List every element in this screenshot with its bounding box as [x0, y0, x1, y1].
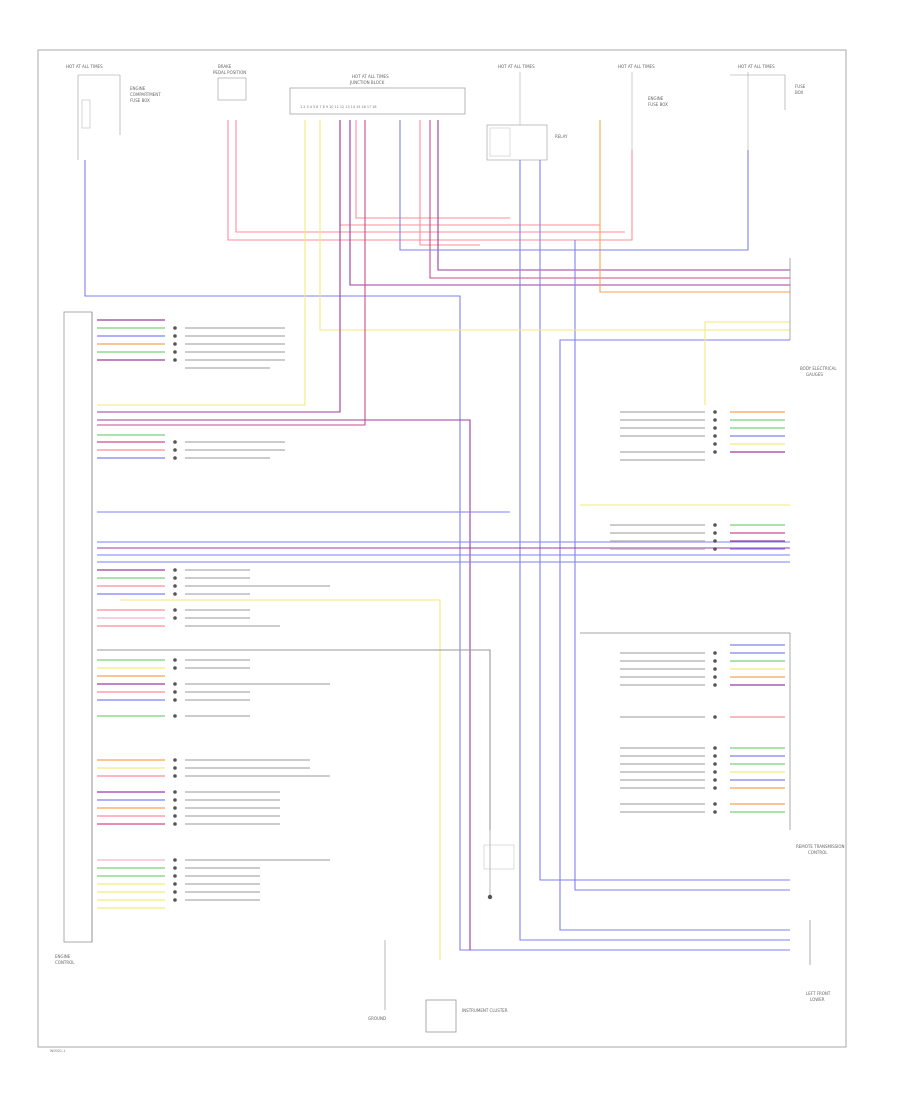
right-module-dots [713, 410, 717, 814]
right-module-mid-label-2: CONTROL [808, 850, 828, 855]
top-right-component-1: HOT AT ALL TIMES ENGINE FUSE BOX [618, 64, 668, 150]
top-relay-component: RELAY HOT AT ALL TIMES [486, 64, 568, 161]
svg-text:HOT AT ALL TIMES: HOT AT ALL TIMES [66, 64, 103, 69]
svg-text:FUSE: FUSE [795, 84, 806, 89]
svg-text:BRAKE: BRAKE [218, 64, 232, 69]
right-module-bot-label-2: LOWER [810, 997, 825, 1002]
svg-text:ENGINE: ENGINE [648, 96, 664, 101]
svg-text:HOT AT ALL TIMES: HOT AT ALL TIMES [352, 74, 389, 79]
svg-text:FUSE BOX: FUSE BOX [648, 102, 668, 107]
svg-text:PEDAL POSITION: PEDAL POSITION [213, 70, 246, 75]
svg-text:HOT AT ALL TIMES: HOT AT ALL TIMES [618, 64, 655, 69]
right-module-bot-label-1: LEFT FRONT [806, 991, 831, 996]
fuse-block-label: JUNCTION BLOCK [349, 80, 385, 85]
bottom-ground: GROUND [368, 940, 386, 1021]
left-module-descriptions [185, 327, 330, 901]
top-fuse-block: HOT AT ALL TIMES JUNCTION BLOCK 1 2 3 4 … [289, 74, 466, 115]
svg-text:ENGINE: ENGINE [130, 86, 146, 91]
svg-text:HOT AT ALL TIMES: HOT AT ALL TIMES [738, 64, 775, 69]
right-module-top-label-2: GAUGES [806, 372, 823, 377]
diagram-frame [37, 49, 847, 1048]
bottom-ground-label: GROUND [368, 1016, 386, 1021]
right-module-mid: REMOTE TRANSMISSION CONTROL [580, 632, 845, 855]
top-right-component-2: HOT AT ALL TIMES FUSE BOX [730, 64, 806, 150]
right-module-top-label-1: BODY ELECTRICAL [800, 366, 837, 371]
left-module-label-2: CONTROL [55, 960, 75, 965]
right-module-sensor-block [730, 411, 785, 550]
bottom-center-component: INSTRUMENT CLUSTER [425, 999, 508, 1033]
right-module-top: BODY ELECTRICAL GAUGES [789, 258, 837, 377]
right-module-bot: LEFT FRONT LOWER [806, 920, 831, 1002]
bottom-center-label: INSTRUMENT CLUSTER [462, 1008, 508, 1013]
svg-text:BOX: BOX [795, 90, 804, 95]
footer-id: W0001-1 [50, 1049, 65, 1053]
center-sensor [483, 830, 515, 900]
wires [84, 120, 790, 960]
top-sensor-component: BRAKE PEDAL POSITION [213, 64, 247, 101]
svg-text:COMPARTMENT: COMPARTMENT [130, 92, 161, 97]
right-module-mid-stubs [730, 644, 785, 813]
right-module-mid-label-1: REMOTE TRANSMISSION [796, 844, 845, 849]
svg-text:HOT AT ALL TIMES: HOT AT ALL TIMES [498, 64, 535, 69]
svg-text:1 2 3 4 5 6 7 8 9 10 11 12 13: 1 2 3 4 5 6 7 8 9 10 11 12 13 14 15 16 1… [300, 105, 377, 109]
left-module: ENGINE CONTROL [55, 311, 93, 965]
left-module-label-1: ENGINE [55, 954, 71, 959]
svg-text:RELAY: RELAY [555, 134, 568, 139]
svg-text:FUSE BOX: FUSE BOX [130, 98, 150, 103]
right-module-descriptions [610, 411, 705, 813]
top-left-component: HOT AT ALL TIMES ENGINE COMPARTMENT FUSE… [66, 64, 161, 160]
left-module-stubs [97, 319, 165, 909]
left-module-dots [173, 326, 177, 902]
